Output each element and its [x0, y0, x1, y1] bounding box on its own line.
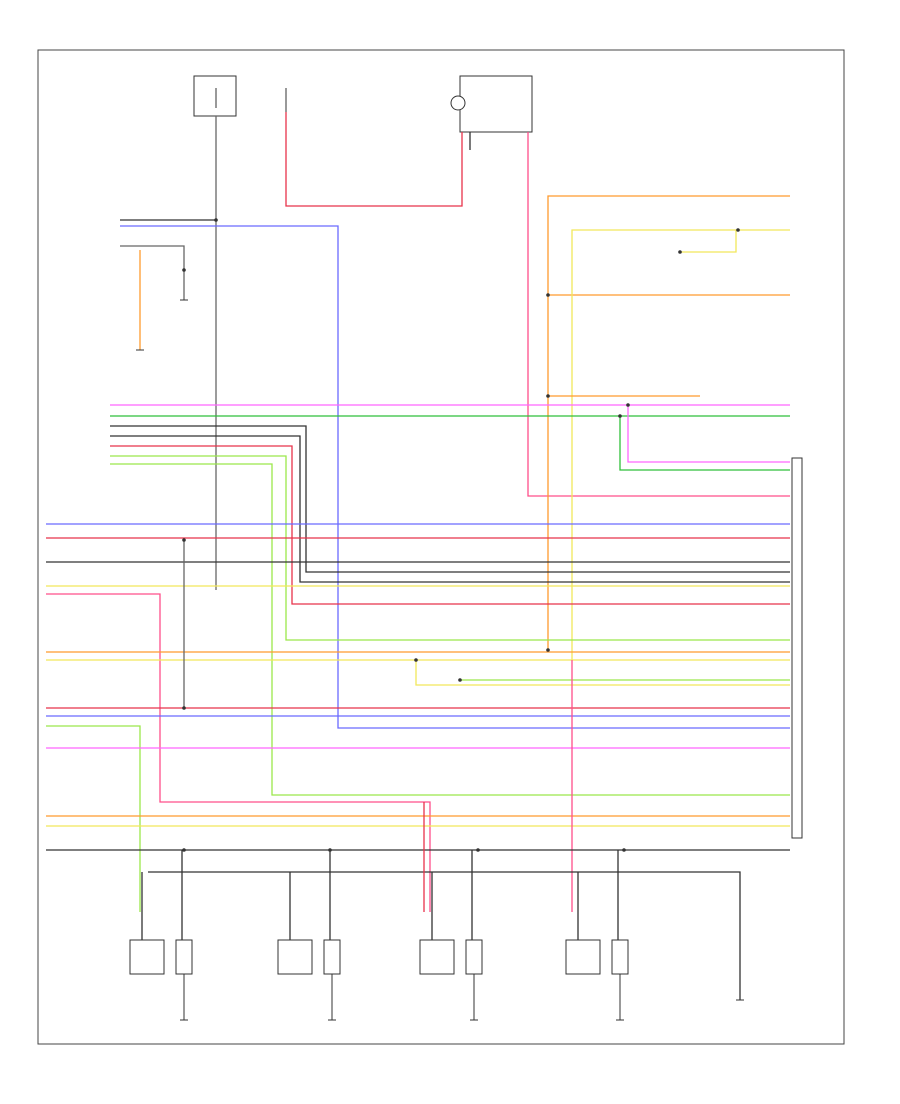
splice-dot-3 [546, 394, 550, 398]
splice-dot-9 [182, 848, 186, 852]
splice-dot-13 [736, 228, 740, 232]
sensor-ground-1 [328, 974, 336, 1021]
sensor-ground-2 [470, 974, 478, 1021]
splice-dot-10 [328, 848, 332, 852]
relay-output-wire [527, 132, 790, 497]
sensor-0 [129, 939, 165, 975]
sensor-1 [277, 939, 313, 975]
control-module-connector [791, 457, 803, 839]
splice-points [182, 218, 740, 852]
splice-dot-2 [546, 293, 550, 297]
wire-harness [46, 112, 790, 1000]
grounds [136, 299, 744, 1021]
splice-dot-11 [476, 848, 480, 852]
red-loop [110, 445, 790, 605]
splice-dot-15 [626, 403, 630, 407]
sensor-switch-1 [323, 939, 341, 975]
fuse-box-left [193, 75, 237, 117]
sensor-2 [419, 939, 455, 975]
lime-loop [110, 455, 790, 641]
lime-run-2 [46, 725, 141, 912]
sensor-3 [565, 939, 601, 975]
diagram-border [37, 49, 845, 1045]
splice-dot-1 [182, 268, 186, 272]
feed-wire-center-red [285, 112, 463, 207]
green-long-down [110, 463, 790, 796]
sensor-switch-0 [175, 939, 193, 975]
splice-dot-7 [414, 658, 418, 662]
yellow-right-upper [571, 229, 790, 660]
harness-gray-short [120, 245, 185, 300]
splice-dot-16 [618, 414, 622, 418]
bottom-ground-bus [148, 871, 741, 1000]
splice-dot-12 [622, 848, 626, 852]
splice-dot-8 [458, 678, 462, 682]
sensor-switch-2 [465, 939, 483, 975]
orange-right-upper [547, 195, 790, 650]
sensor-switch-3 [611, 939, 629, 975]
pink-return [627, 405, 790, 463]
relay-box [459, 75, 533, 133]
yellow-run-3 [415, 660, 790, 686]
splice-dot-6 [182, 706, 186, 710]
splice-dot-4 [546, 648, 550, 652]
splice-dot-5 [182, 538, 186, 542]
black-loop-a [110, 425, 790, 573]
black-loop-b [110, 435, 790, 583]
yellow-branch [680, 230, 737, 253]
sensor-row [129, 939, 629, 975]
harness-blue-long [120, 225, 790, 729]
sensor-ground-0 [180, 974, 188, 1021]
relay-coil-icon [450, 95, 466, 111]
splice-dot-14 [678, 250, 682, 254]
sensor-ground-3 [616, 974, 624, 1021]
splice-dot-0 [214, 218, 218, 222]
green-return [619, 416, 790, 471]
pink-run-1 [46, 593, 431, 912]
